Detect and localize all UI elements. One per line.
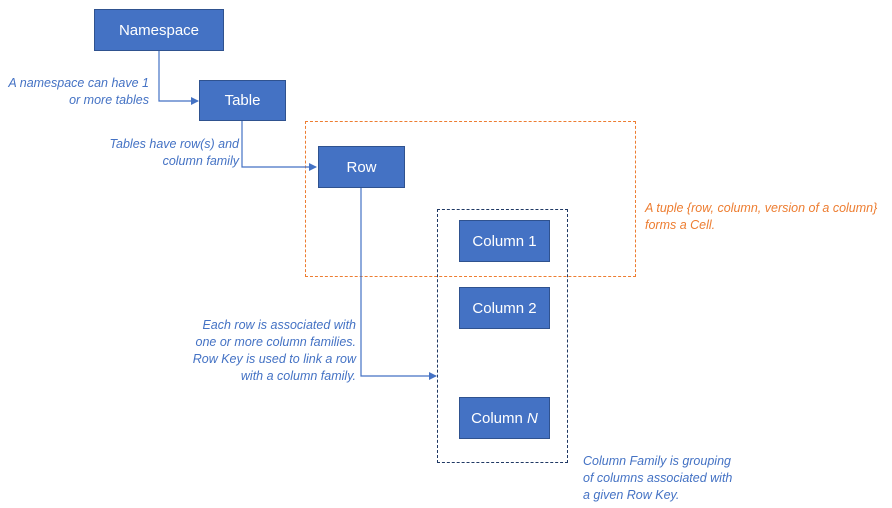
row-annotation-line-4: with a column family. bbox=[240, 369, 356, 383]
column-n-italic: N bbox=[527, 409, 538, 427]
row-annotation-line-1: Each row is associated with bbox=[202, 318, 356, 332]
table-label: Table bbox=[224, 92, 261, 109]
cell-annotation-line-1: A tuple {row, column, version of a colum… bbox=[645, 201, 878, 215]
column-n-label: Column N bbox=[471, 410, 538, 427]
row-annotation-line-2: one or more column families. bbox=[195, 335, 356, 349]
row-label: Row bbox=[346, 158, 377, 176]
row-node: Row bbox=[318, 146, 405, 188]
column-family-annotation-line-1: Column Family is grouping bbox=[583, 454, 731, 468]
column-n-node: Column N bbox=[459, 397, 550, 439]
row-annotation-line-3: Row Key is used to link a row bbox=[192, 352, 356, 366]
cell-annotation: A tuple {row, column, version of a colum… bbox=[645, 200, 877, 234]
table-annotation-line-2: column family bbox=[162, 154, 239, 168]
column-family-annotation-line-2: of columns associated with bbox=[583, 471, 733, 485]
column-1-label: Column 1 bbox=[472, 232, 537, 250]
column-n-prefix: Column bbox=[471, 409, 527, 427]
namespace-to-table-arrow bbox=[158, 51, 199, 105]
row-to-column-family-arrow bbox=[360, 188, 437, 380]
cell-tuple-frame bbox=[305, 121, 636, 277]
row-annotation: Each row is associated with one or more … bbox=[193, 317, 356, 385]
namespace-annotation: A namespace can have 1 or more tables bbox=[8, 75, 149, 109]
table-node: Table bbox=[199, 80, 286, 121]
column-family-frame bbox=[437, 209, 568, 463]
namespace-annotation-line-2: or more tables bbox=[69, 93, 149, 107]
cell-annotation-line-2: forms a Cell. bbox=[645, 218, 716, 232]
column-2-node: Column 2 bbox=[459, 287, 550, 329]
column-2-label: Column 2 bbox=[472, 299, 537, 317]
column-1-node: Column 1 bbox=[459, 220, 550, 262]
namespace-label: Namespace bbox=[118, 21, 200, 39]
column-family-annotation: Column Family is grouping of columns ass… bbox=[583, 453, 732, 504]
table-annotation: Tables have row(s) and column family bbox=[110, 136, 239, 170]
column-family-annotation-line-3: a given Row Key. bbox=[583, 488, 680, 502]
namespace-node: Namespace bbox=[94, 9, 224, 51]
table-to-row-arrow bbox=[241, 121, 317, 171]
table-annotation-line-1: Tables have row(s) and bbox=[109, 137, 239, 151]
namespace-annotation-line-1: A namespace can have 1 bbox=[8, 76, 149, 90]
